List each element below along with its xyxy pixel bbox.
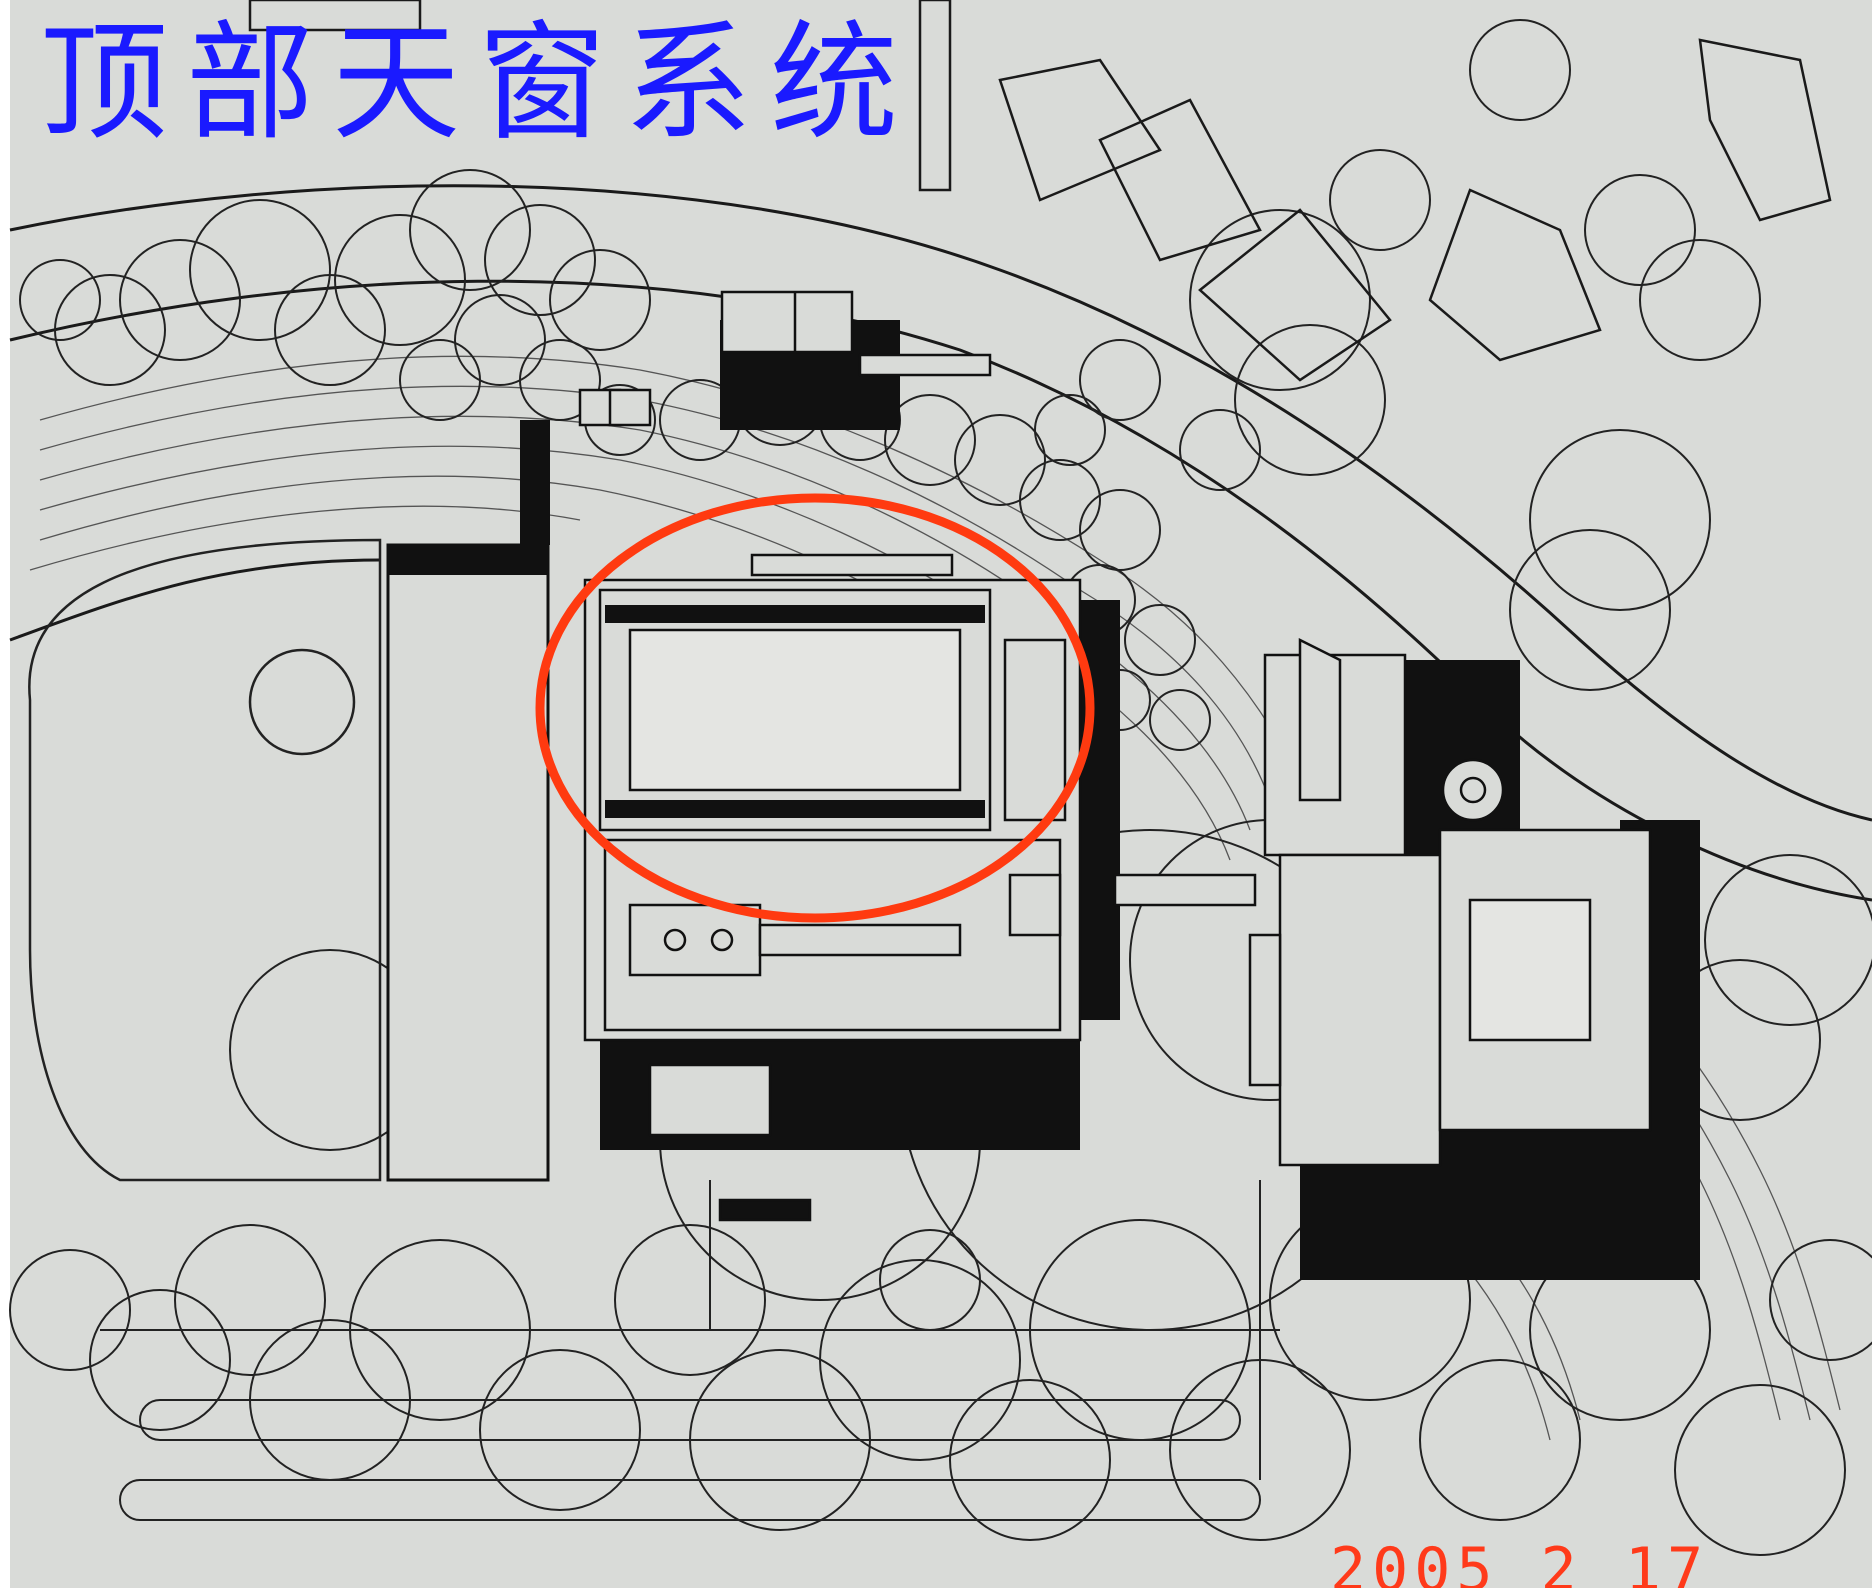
upper-houses bbox=[248, 0, 1832, 382]
north-pavilion bbox=[578, 290, 992, 427]
date-stamp: 2005 2 17 bbox=[1330, 1535, 1710, 1588]
highlight-ellipse bbox=[535, 493, 1095, 923]
garden-outline bbox=[28, 538, 382, 1182]
curved-road bbox=[9, 184, 1872, 902]
east-complex bbox=[1113, 637, 1652, 1167]
parking-strips bbox=[100, 1180, 1280, 1521]
skylight-mullions bbox=[605, 605, 985, 818]
caption-title: 顶部天窗系统 bbox=[40, 9, 917, 158]
west-wing-block bbox=[386, 420, 550, 1182]
